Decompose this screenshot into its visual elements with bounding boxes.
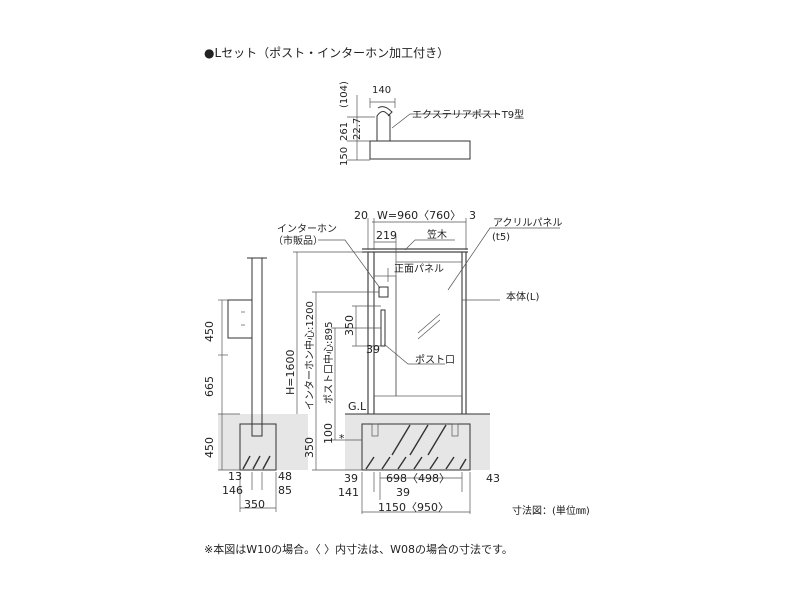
label-intercom: インターホン [277,223,337,235]
foundation-hatching [365,424,467,470]
acrylic-panel [395,261,463,397]
dim-150-top: 150 [339,147,350,166]
asterisk-mark: * [339,432,345,445]
post-body [376,111,391,141]
label-acrylic-sub: (t5) [492,232,510,243]
dim-front-350: 350 [343,315,356,336]
label-acrylic: アクリルパネル [493,217,563,229]
post-mount-figure: (104) 140 261 22.7 150 エクステリアポストT9型 [339,81,524,166]
dim-front-39-mid: 39 [366,343,380,356]
dim-front-43: 43 [486,472,500,485]
label-kasagi: 笠木 [427,228,447,241]
dim-side-146: 146 [222,484,243,497]
dim-post-center: ポスト口中心:895 [322,322,335,404]
dim-front-698: 698〈498〉 [386,472,450,485]
dim-front-39-bottom: 39 [396,486,410,499]
dim-intercom-center: インターホン中心:1200 [303,301,316,410]
dim-front-39-left: 39 [344,472,358,485]
label-body: 本体(L) [506,290,539,303]
dim-front-20: 20 [354,209,368,222]
section-title: ●Lセット（ポスト・インターホン加工付き） [204,46,449,60]
front-view: 20 W=960〈760〉 3 219 H=1600 インターホン中心:1200… [273,209,563,514]
dim-side-450-lower: 450 [203,437,216,458]
side-view: 450 665 450 13 48 146 85 350 [203,257,292,512]
ground-level-label: G.L [348,400,367,413]
label-post-slot: ポスト口 [415,354,455,366]
dim-front-219: 219 [376,229,397,242]
wall-cap-slab [369,140,471,160]
dim-height: H=1600 [284,350,297,395]
intercom-unit [378,286,389,298]
dim-140: 140 [372,85,391,96]
post-head [377,106,393,117]
label-exterior-post: エクステリアポストT9型 [412,108,524,121]
dim-front-3: 3 [469,209,476,222]
side-mailbox [227,299,253,339]
unit-label: 寸法図：(単位㎜) [512,504,590,517]
dim-side-13: 13 [228,470,242,483]
front-foundation [361,423,471,471]
side-post [251,257,263,437]
side-foundation [239,423,277,471]
dim-side-665: 665 [203,376,216,397]
dim-front-350-lower: 350 [303,437,316,458]
dim-104: (104) [339,81,350,108]
dim-front-141: 141 [338,486,359,499]
dim-front-width: W=960〈760〉 [377,209,461,222]
dim-front-100: 100 [322,423,335,444]
dim-front-1150: 1150〈950〉 [378,501,449,514]
dim-side-350: 350 [244,498,265,511]
dim-22-7: 22.7 [352,118,363,140]
soil-side [218,414,308,470]
label-intercom-sub: （市販品） [273,234,323,247]
dim-side-450-upper: 450 [203,321,216,342]
dim-side-85: 85 [278,484,292,497]
post-slot [380,309,386,347]
label-front-panel: 正面パネル [394,263,444,275]
dim-side-48: 48 [278,470,292,483]
footnote: ※本図はW10の場合。〈 〉内寸法は、W08の場合の寸法です。 [204,542,513,556]
dim-261: 261 [339,122,350,141]
